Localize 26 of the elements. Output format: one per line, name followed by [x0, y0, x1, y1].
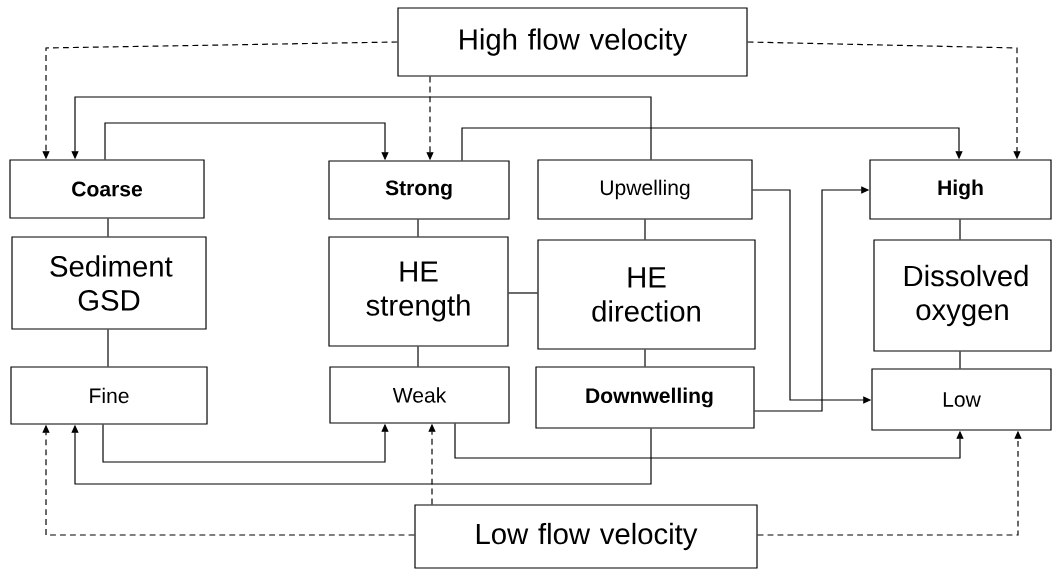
connector-line — [417, 346, 419, 367]
variable-box: Dissolved oxygen — [873, 239, 1052, 352]
state-box: Strong — [328, 160, 510, 220]
variable-box: HE strength — [328, 236, 509, 347]
variable-box: HE direction — [537, 239, 756, 350]
arrow — [461, 127, 963, 161]
connector-line — [959, 351, 961, 369]
velocity-box: Low flow velocity — [414, 504, 758, 569]
connector-line — [644, 349, 646, 367]
state-box: Weak — [329, 366, 510, 424]
state-box: Fine — [10, 366, 208, 425]
state-box: High — [869, 159, 1052, 220]
variable-box: Sediment GSD — [11, 236, 207, 330]
state-box: Coarse — [9, 159, 205, 219]
connector-line — [508, 292, 538, 294]
connector-line — [644, 219, 646, 240]
connector-line — [959, 219, 961, 240]
connector-line — [107, 218, 109, 237]
arrow — [454, 423, 964, 459]
state-box: Low — [871, 368, 1052, 431]
velocity-box: High flow velocity — [397, 7, 748, 77]
state-box: Downwelling — [535, 366, 755, 429]
arrow — [71, 96, 652, 160]
connector-line — [417, 219, 419, 237]
state-box: Upwelling — [537, 159, 753, 220]
connector-line — [107, 329, 109, 367]
